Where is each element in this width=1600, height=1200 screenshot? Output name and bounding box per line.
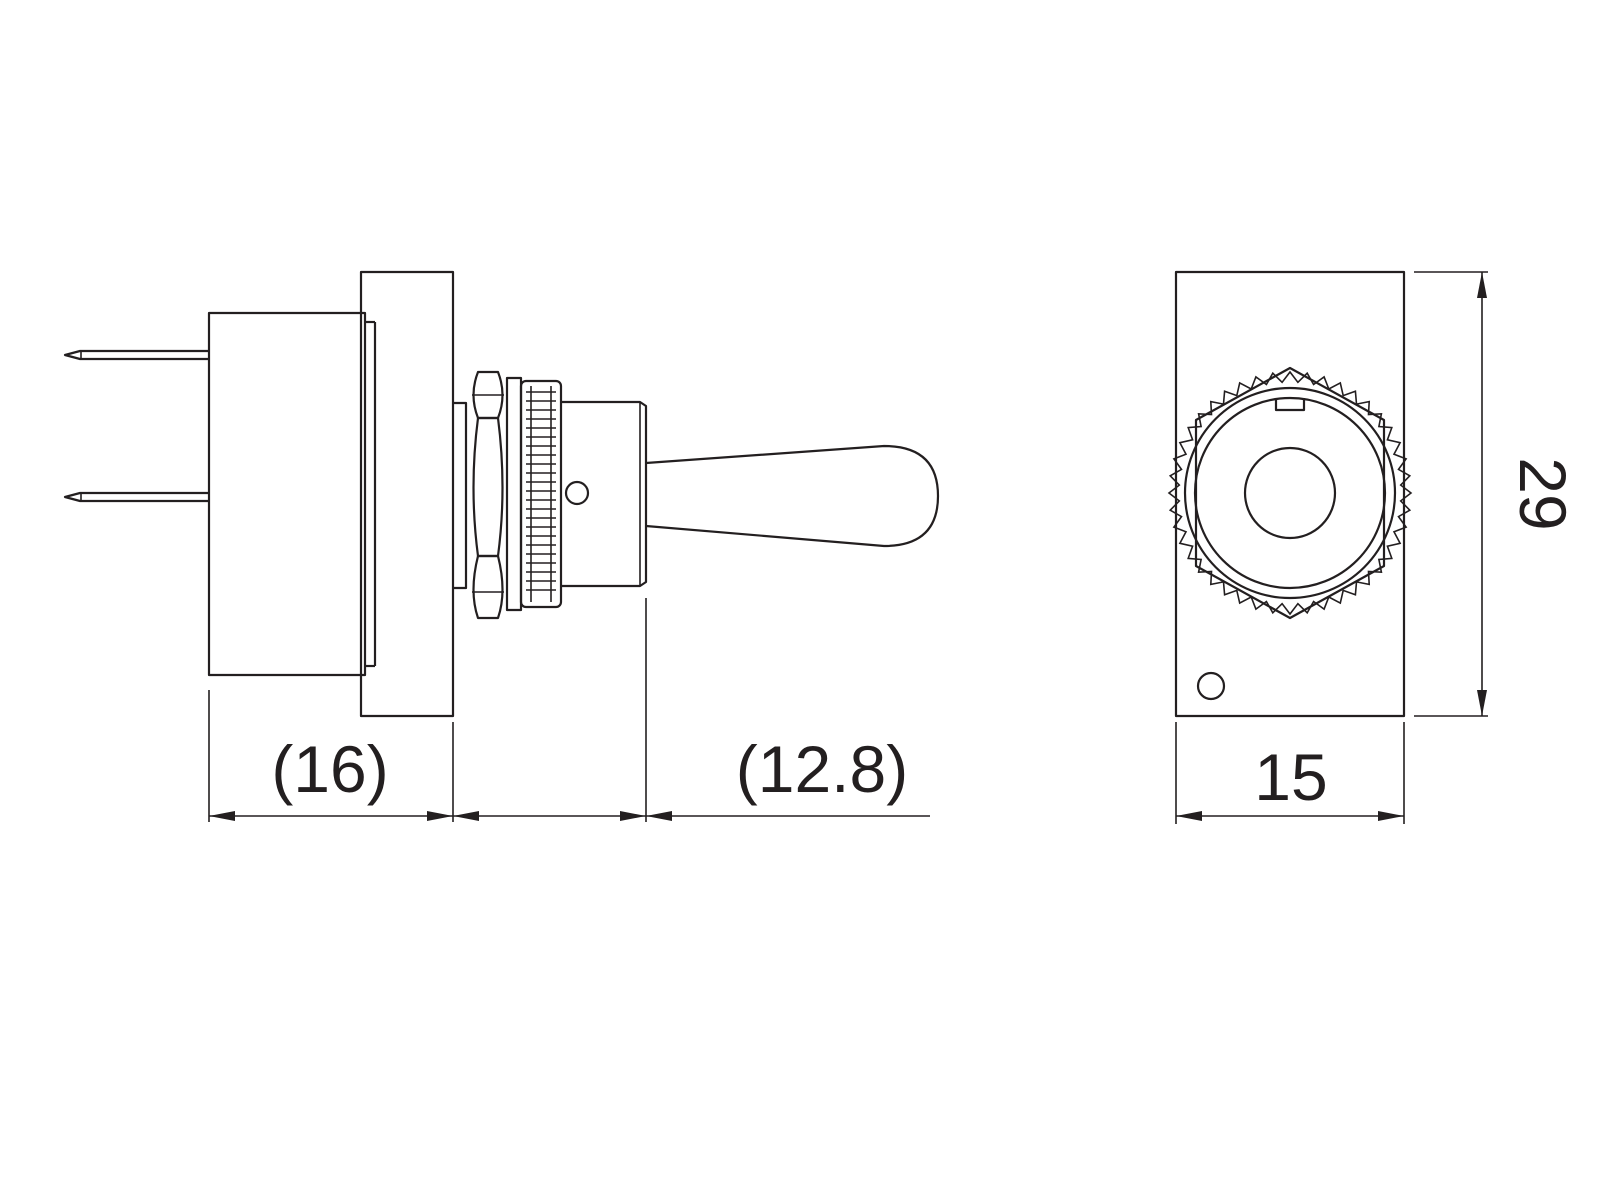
bushing-tube: [561, 400, 648, 588]
height-label: 29: [1506, 457, 1580, 530]
dimension-lines: [208, 271, 1488, 824]
front-hex-nut: [1194, 366, 1386, 620]
hex-nut-side: [472, 370, 504, 620]
terminal-pin-lower: [63, 491, 209, 503]
keyway-notch: [1274, 398, 1306, 412]
front-view: [1167, 270, 1413, 718]
lock-washer: [505, 376, 523, 612]
indicator-hole: [1196, 671, 1226, 701]
bushing-outer-ring: [1183, 386, 1397, 600]
knurled-ring: [519, 379, 563, 609]
terminal-pins: [63, 349, 209, 503]
terminal-pin-upper: [63, 349, 209, 361]
mounting-plate: [359, 270, 455, 718]
lever-length-label: (12.8): [736, 732, 908, 806]
lever-tip: [1243, 446, 1337, 540]
bushing-inner-ring: [1193, 396, 1387, 590]
bushing-base: [453, 401, 468, 590]
front-plate: [1174, 270, 1406, 718]
side-view: [63, 270, 940, 718]
width-label: 15: [1254, 740, 1327, 814]
toggle-lever: [645, 444, 940, 548]
pivot-pin: [564, 480, 590, 506]
switch-body: [207, 311, 367, 677]
terminal-length-label: (16): [271, 732, 388, 806]
knurled-edge: [1167, 370, 1413, 616]
